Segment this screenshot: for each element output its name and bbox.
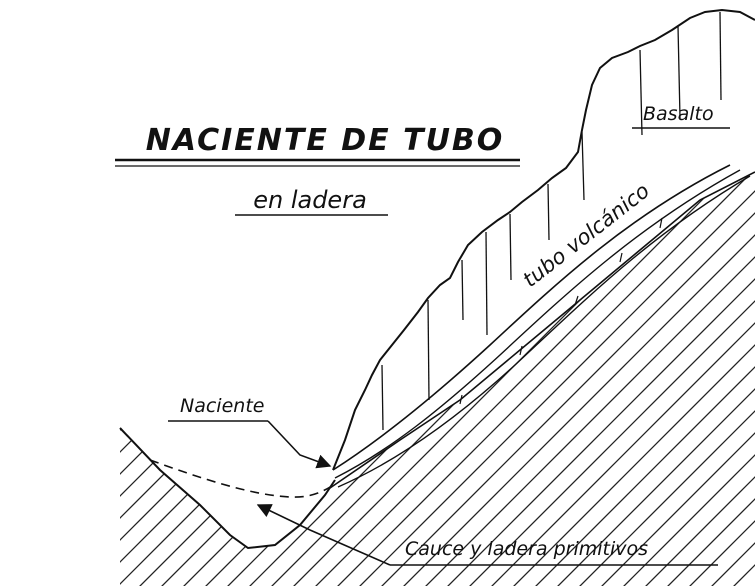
hatch-line	[120, 172, 181, 586]
hatch-line	[433, 172, 755, 586]
tube-band-3	[337, 175, 751, 488]
hatch-line	[367, 172, 755, 586]
hatch-line	[411, 172, 755, 586]
tube-tick-marks	[459, 217, 663, 405]
hatch-line	[120, 172, 533, 586]
basalt-joints	[381, 11, 722, 431]
old-channel-dashed-line	[149, 459, 333, 498]
hatch-line	[120, 172, 247, 586]
hatch-line	[120, 172, 423, 586]
hatch-line	[120, 172, 137, 586]
hatch-line	[120, 172, 621, 586]
tube-band-2	[334, 169, 741, 479]
hatch-line	[120, 172, 335, 586]
hatch-line	[301, 172, 755, 586]
primitive-slope-upper	[329, 171, 755, 489]
label-volcanic-tube: tubo volcánico	[518, 179, 654, 292]
hatch-line	[120, 172, 643, 586]
primitive-slope-line	[119, 427, 336, 550]
hatch-line	[120, 172, 379, 586]
hatch-line	[0, 40, 70, 586]
diagram-subtitle: en ladera	[253, 186, 367, 214]
hatch-line	[120, 172, 511, 586]
label-basalt: Basalto	[643, 103, 714, 125]
hatch-line	[120, 172, 555, 586]
old-channel-arrow	[256, 504, 391, 566]
hatch-line	[279, 172, 755, 586]
hatch-line	[0, 40, 26, 586]
label-old-channel: Cauce y ladera primitivos	[405, 538, 648, 560]
hatch-line	[587, 172, 755, 586]
hatch-line	[120, 172, 577, 586]
hatch-line	[120, 172, 467, 586]
hatch-line	[323, 172, 755, 586]
hatch-line	[120, 172, 225, 586]
hatch-line	[609, 172, 755, 586]
hatch-line	[125, 172, 687, 586]
tube-band-1	[332, 164, 731, 471]
hatch-line	[345, 172, 755, 586]
hatch-line	[0, 40, 92, 586]
hatch-line	[0, 40, 114, 586]
hatch-line	[521, 172, 755, 586]
label-spring: Naciente	[180, 395, 264, 417]
hatch-line	[120, 172, 489, 586]
hatch-line	[565, 172, 755, 586]
hatch-line	[0, 40, 4, 586]
hatch-line	[653, 172, 755, 586]
hatch-line	[543, 172, 755, 586]
hatch-line	[499, 172, 755, 586]
hatch-line	[120, 172, 203, 586]
hatch-line	[0, 40, 48, 586]
hatch-line	[631, 172, 755, 586]
hatch-line	[455, 172, 755, 586]
diagram-title: NACIENTE DE TUBO	[146, 123, 505, 158]
hatch-line	[741, 172, 755, 586]
basalt-cliff-profile	[332, 8, 755, 471]
hatch-line	[477, 172, 755, 586]
hatch-line	[120, 172, 665, 586]
hatch-line	[389, 172, 755, 586]
hatch-line	[120, 172, 445, 586]
spring-arrow	[267, 420, 332, 469]
hatch-line	[120, 172, 291, 586]
